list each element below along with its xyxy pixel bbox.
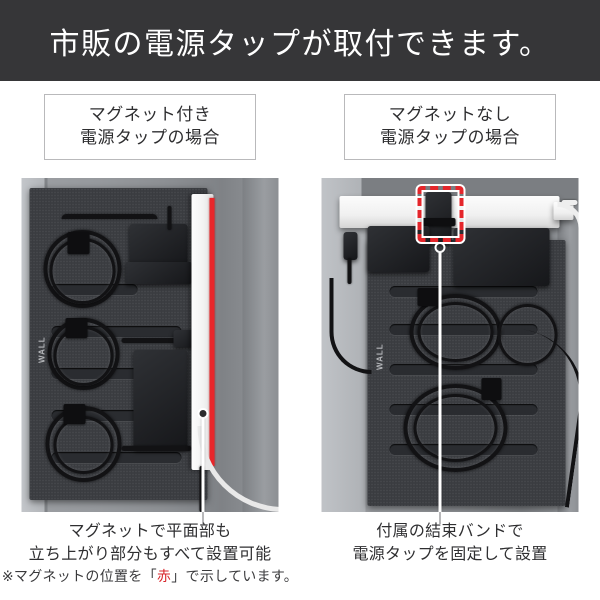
panel-label-line2: 電源タップの場合 xyxy=(380,128,520,148)
plate-slot xyxy=(389,286,538,297)
caption-line2: 電源タップを固定して設置 xyxy=(352,545,548,563)
photo-with-magnet: WALL xyxy=(21,178,279,512)
note-prefix: ※マグネットの位置を「 xyxy=(1,568,157,585)
white-cord-curve xyxy=(557,202,579,256)
power-strip xyxy=(191,194,214,470)
adapter-cable xyxy=(121,446,192,451)
cable-tie xyxy=(65,318,88,338)
plug-cord xyxy=(347,258,352,284)
cable-coil xyxy=(403,384,508,472)
highlight-box-cable-tie xyxy=(415,184,466,244)
panel-label-line2: 電源タップの場合 xyxy=(80,128,220,148)
white-cord xyxy=(561,200,578,205)
callout-leader-extension xyxy=(439,512,441,524)
panel-with-magnet: マグネット付き 電源タップの場合 WALL xyxy=(0,81,300,600)
wall-label-text: WALL xyxy=(375,343,385,370)
photo-without-magnet: WALL xyxy=(321,178,579,512)
plate-slot xyxy=(389,364,538,375)
page-title: 市販の電源タップが取付できます。 xyxy=(49,27,551,61)
note-suffix: 」で示しています。 xyxy=(171,568,299,585)
panel-label-with-magnet: マグネット付き 電源タップの場合 xyxy=(44,94,256,160)
plug-cable xyxy=(121,338,180,343)
cable-tie xyxy=(417,288,440,306)
caption-line1: 付属の結束バンドで xyxy=(376,523,524,540)
plate-slot xyxy=(51,368,182,379)
comparison-panels: マグネット付き 電源タップの場合 WALL xyxy=(0,81,600,600)
cable-arch xyxy=(61,214,158,219)
cable-tie xyxy=(481,378,502,400)
power-adapter xyxy=(129,224,188,266)
cable-tie-band xyxy=(421,218,456,226)
caption-without-magnet: 付属の結束バンドで 電源タップを固定して設置 xyxy=(300,521,600,566)
caption-with-magnet: マグネットで平面部も 立ち上がり部分もすべて設置可能 ※マグネットの位置を「赤」… xyxy=(0,521,300,587)
wall-label-text: WALL xyxy=(37,336,47,363)
cable-tie xyxy=(67,232,90,254)
cable-coil xyxy=(53,416,114,474)
ac-adapter-brick xyxy=(453,228,550,286)
power-adapter-base xyxy=(125,262,192,284)
caption-line1: マグネットで平面部も xyxy=(68,523,232,540)
diagonal-cable xyxy=(420,318,579,508)
note-red-word: 赤 xyxy=(156,568,172,585)
panel-label-line1: マグネットなし xyxy=(388,105,512,124)
ac-plug xyxy=(343,232,358,260)
panel-label-line1: マグネット付き xyxy=(88,105,212,124)
callout-leader-line xyxy=(201,418,205,512)
cable-tie xyxy=(63,404,86,424)
plate-slot xyxy=(51,410,182,421)
panel-without-magnet: マグネットなし 電源タップの場合 WALL xyxy=(300,81,600,600)
cable-coil xyxy=(497,304,558,366)
panel-label-without-magnet: マグネットなし 電源タップの場合 xyxy=(344,94,556,160)
callout-leader-extension xyxy=(202,512,204,524)
header-band: 市販の電源タップが取付できます。 xyxy=(0,0,600,81)
cable-hook xyxy=(167,206,172,230)
caption-note: ※マグネットの位置を「赤」で示しています。 xyxy=(0,567,300,587)
cable-coil xyxy=(417,302,494,362)
plate-slot xyxy=(51,326,182,337)
cable-coil xyxy=(413,394,498,462)
magnet-indicator xyxy=(209,198,215,466)
wall-upper-band xyxy=(361,178,579,200)
callout-leader-line xyxy=(438,252,442,512)
caption-line2: 立ち上がり部分もすべて設置可能 xyxy=(28,545,272,563)
ac-adapter-brick xyxy=(133,350,188,450)
